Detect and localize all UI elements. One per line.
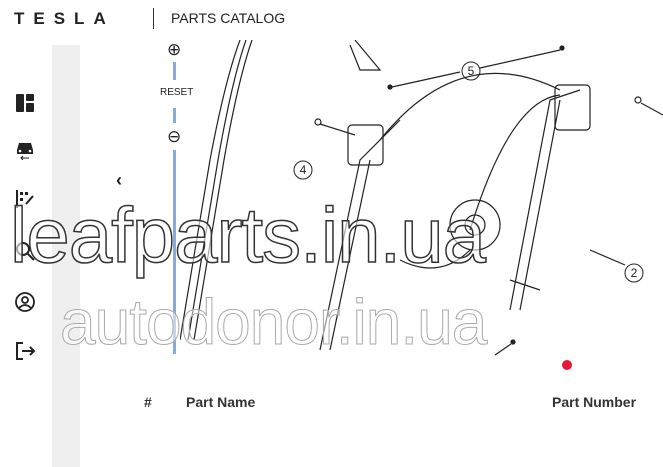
panel-rail <box>52 45 80 467</box>
car-swap-icon[interactable] <box>14 138 36 160</box>
catalog-icon[interactable] <box>14 188 36 210</box>
column-header-part-number[interactable]: Part Number <box>552 394 637 410</box>
zoom-track <box>173 108 176 123</box>
column-header-part-name[interactable]: Part Name <box>186 394 256 410</box>
dashboard-icon[interactable] <box>14 92 36 114</box>
hotspot-marker[interactable] <box>562 360 572 370</box>
logout-icon[interactable] <box>14 340 36 362</box>
header: TESLA PARTS CATALOG <box>0 0 663 40</box>
tesla-logo[interactable]: TESLA <box>14 9 115 28</box>
callout-4[interactable]: 4 <box>300 163 307 177</box>
zoom-in-icon[interactable]: ⊕ <box>167 40 182 59</box>
header-divider <box>153 8 154 29</box>
zoom-out-icon[interactable]: ⊖ <box>167 127 182 146</box>
callout-2[interactable]: 2 <box>631 266 638 280</box>
zoom-slider[interactable] <box>173 150 176 354</box>
parts-diagram[interactable]: 5 4 2 <box>180 40 663 360</box>
column-header-number: # <box>144 394 152 410</box>
account-icon[interactable] <box>14 291 36 313</box>
collapse-panel-button[interactable]: ‹ <box>116 170 122 190</box>
reset-zoom-button[interactable]: RESET <box>160 87 194 98</box>
search-icon[interactable] <box>14 240 36 262</box>
page-title: PARTS CATALOG <box>171 10 286 26</box>
zoom-track <box>173 62 176 80</box>
callout-5[interactable]: 5 <box>468 64 475 78</box>
